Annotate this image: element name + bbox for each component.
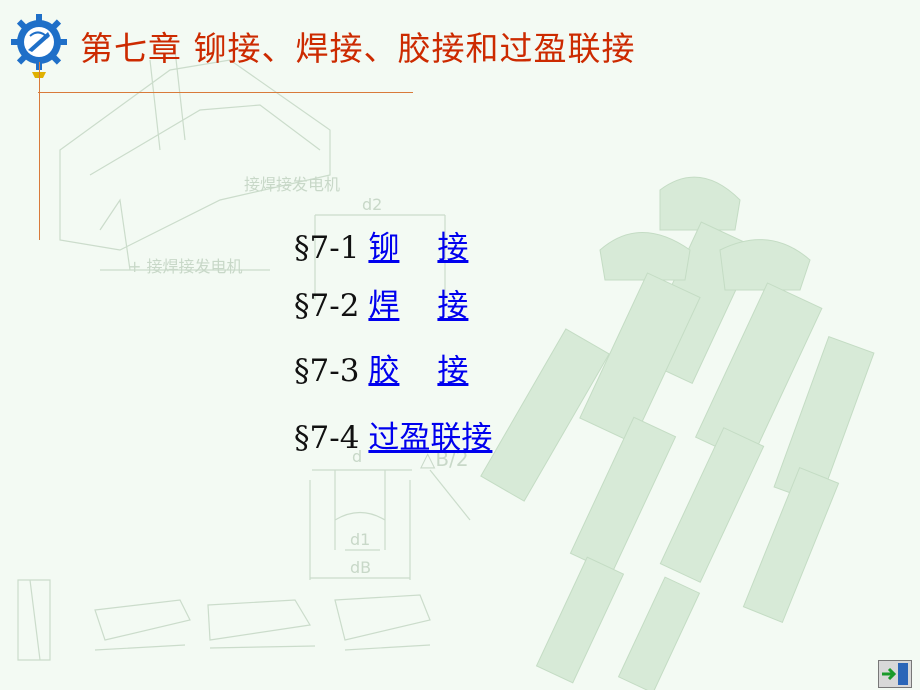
link-char: 接 [437,353,469,389]
link-char: 焊 [368,288,400,324]
bg-dim-d: d [352,447,362,466]
title-underline-divider [38,92,413,93]
section-number: §7-2 [294,288,360,324]
bg-label-bottom: + 接焊接发电机 [128,257,243,276]
side-vertical-divider [39,62,40,240]
exit-door-icon[interactable] [878,660,912,688]
page-title: 第七章 铆接、焊接、胶接和过盈联接 [80,29,636,68]
link-char: 胶 [368,353,400,389]
gear-emblem-icon [11,14,67,78]
bg-label-top: 接焊接发电机 [244,175,340,194]
bg-dim-b2: △B/2 [420,447,469,471]
link-char: 接 [437,230,469,266]
bg-dim-d2: d2 [362,195,382,214]
link-riveting[interactable]: 铆接 [368,230,468,266]
link-welding[interactable]: 焊接 [368,288,468,324]
section-number: §7-1 [294,230,360,266]
link-char: 铆 [368,230,400,266]
link-interference-fit[interactable]: 过盈联接 [368,420,493,456]
link-bonding[interactable]: 胶接 [368,353,468,389]
section-number: §7-3 [294,353,360,389]
link-char: 接 [437,288,469,324]
bg-dim-d1: d1 [350,530,370,549]
bg-dim-db: dB [350,558,371,577]
section-number: §7-4 [294,420,360,456]
